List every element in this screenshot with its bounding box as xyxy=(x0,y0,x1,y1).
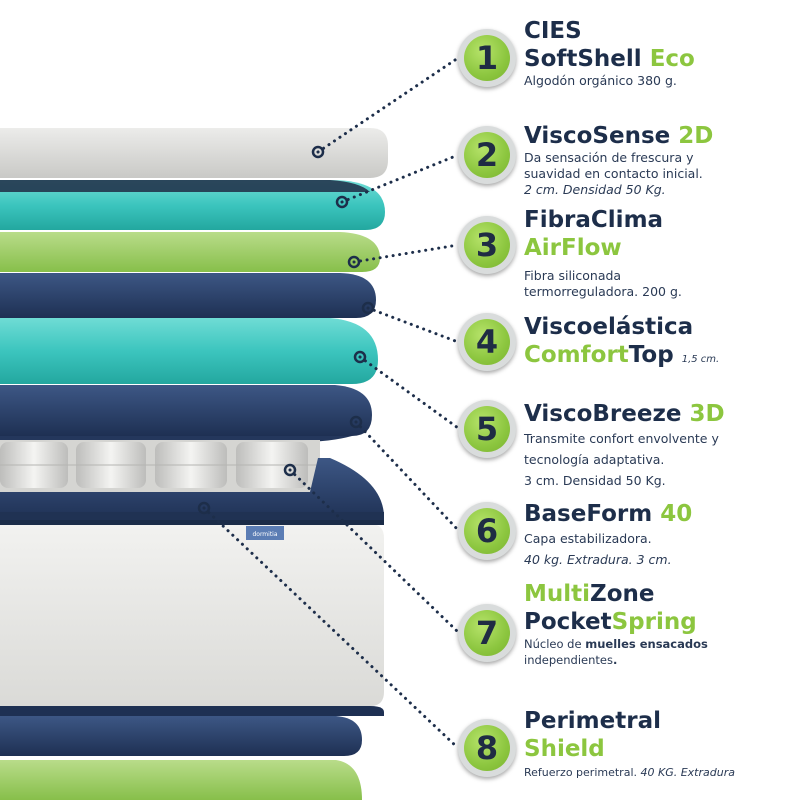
layer-7-title2-dark: Pocket xyxy=(524,609,612,635)
layer-2-desc1: Da sensación de frescura y xyxy=(524,150,694,165)
layer-8-title-line1: Perimetral xyxy=(524,708,661,734)
layer-4-size: 1,5 cm. xyxy=(681,354,720,365)
layer-5-shape xyxy=(0,318,378,384)
number-badge: 5 xyxy=(458,400,516,458)
leader-7 xyxy=(288,468,460,634)
number-badge: 8 xyxy=(458,719,516,777)
layer-2-title-dark: ViscoSense xyxy=(524,123,671,149)
layer-8-title-line2: Shield xyxy=(524,736,605,762)
leader-8 xyxy=(202,506,460,750)
badge-number: 2 xyxy=(475,136,499,174)
layer-6-desc1: Capa estabilizadora. xyxy=(524,531,652,546)
layer-4-title-dark: Top xyxy=(628,342,674,368)
layer-8-desc-b: 40 KG. Extradura xyxy=(640,766,735,779)
badge-number: 3 xyxy=(475,226,499,264)
layer-7-desc-b: muelles ensacados xyxy=(585,637,708,651)
leader-4 xyxy=(366,306,460,344)
layer-2-desc3: 2 cm. Densidad 50 Kg. xyxy=(524,182,666,197)
layer-3-desc1: Fibra siliconada xyxy=(524,268,622,283)
layer-2-title-green: 2D xyxy=(678,123,714,149)
badge-number: 4 xyxy=(475,323,499,361)
layer-5-title-dark: ViscoBreeze xyxy=(524,401,682,427)
leader-3 xyxy=(352,243,460,264)
layer-6-desc2: 40 kg. Extradura. 3 cm. xyxy=(524,552,672,567)
mattress-side xyxy=(0,524,384,706)
layer-5-title-green: 3D xyxy=(689,401,725,427)
layer-5-desc3: 3 cm. Densidad 50 Kg. xyxy=(524,473,666,488)
layer-1-shape xyxy=(0,128,388,178)
layer-3-title-line1: FibraClima xyxy=(524,207,664,233)
bottom-green-layer xyxy=(0,760,362,800)
leader-2 xyxy=(340,153,460,204)
layer-1-title-line1: CIES xyxy=(524,18,582,44)
brand-tag-text: dormitia xyxy=(252,531,277,538)
layer-8-frame xyxy=(0,458,384,522)
layer-6-title-dark: BaseForm xyxy=(524,501,653,527)
layer-3-shape xyxy=(0,232,380,272)
layer-7-desc-c: independientes xyxy=(524,653,613,667)
layer-1-desc: Algodón orgánico 380 g. xyxy=(524,73,677,88)
number-badge: 2 xyxy=(458,126,516,184)
layer-7-desc-d: . xyxy=(612,653,618,667)
badge-number: 6 xyxy=(475,512,499,550)
badge-number: 8 xyxy=(475,729,499,767)
layer-4-title-green: Comfort xyxy=(524,342,629,368)
layer-6-shape xyxy=(0,385,372,436)
number-badge: 7 xyxy=(458,604,516,662)
layer-5-desc1: Transmite confort envolvente y xyxy=(524,431,719,446)
layer-2-shape xyxy=(0,180,385,230)
leader-1 xyxy=(316,56,460,154)
leader-5 xyxy=(358,355,460,430)
layer-5-desc2: tecnología adaptativa. xyxy=(524,452,665,467)
layer-7-title2-green: Spring xyxy=(611,609,697,635)
layer-1-title-dark: SoftShell xyxy=(524,46,642,72)
layer-1-title-green: Eco xyxy=(649,46,695,72)
layer-8-desc-a: Refuerzo perimetral. xyxy=(524,766,637,779)
layer-6-title-green: 40 xyxy=(660,501,693,527)
badge-number: 7 xyxy=(475,614,499,652)
layer-7-title-green: Multi xyxy=(524,581,591,607)
layer-4-shape xyxy=(0,273,376,318)
layer-7-title-dark: Zone xyxy=(590,581,655,607)
brand-tag xyxy=(246,526,284,540)
number-badge: 6 xyxy=(458,502,516,560)
number-badge: 1 xyxy=(458,29,516,87)
bottom-navy-layer xyxy=(0,716,362,756)
layer-4-title-line1: Viscoelástica xyxy=(524,314,694,340)
badge-number: 1 xyxy=(475,39,499,77)
number-badge: 3 xyxy=(458,216,516,274)
layer-7-desc-a: Núcleo de xyxy=(524,637,586,651)
layer-2-desc2: suavidad en contacto inicial. xyxy=(524,166,703,181)
layer-3-desc2: termorreguladora. 200 g. xyxy=(524,284,682,299)
number-badge: 4 xyxy=(458,313,516,371)
badge-number: 5 xyxy=(475,410,499,448)
layer-3-title-line2: AirFlow xyxy=(524,235,622,261)
pocket-springs xyxy=(0,440,320,492)
